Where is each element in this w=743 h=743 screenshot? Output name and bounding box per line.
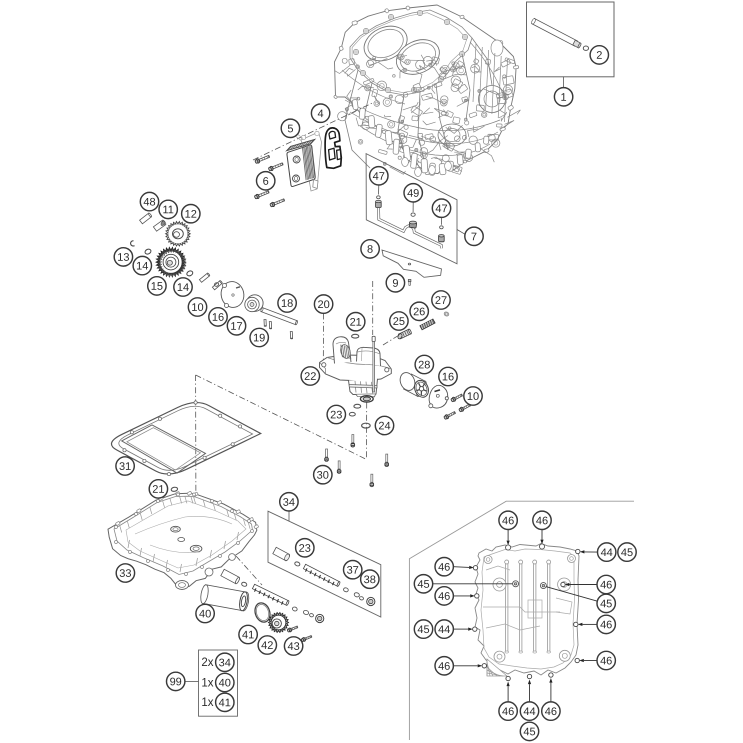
svg-text:48: 48 <box>143 196 155 208</box>
svg-text:46: 46 <box>438 562 450 574</box>
svg-text:5: 5 <box>287 123 293 135</box>
svg-text:46: 46 <box>536 515 548 527</box>
svg-text:18: 18 <box>281 298 293 310</box>
svg-text:1x: 1x <box>201 678 213 690</box>
svg-text:47: 47 <box>373 171 385 183</box>
svg-text:46: 46 <box>502 515 514 527</box>
svg-text:7: 7 <box>471 231 477 243</box>
svg-text:23: 23 <box>330 409 342 421</box>
svg-text:25: 25 <box>393 316 405 328</box>
svg-text:16: 16 <box>442 371 454 383</box>
svg-text:34: 34 <box>219 657 231 669</box>
svg-text:40: 40 <box>199 608 211 620</box>
svg-text:40: 40 <box>219 677 231 689</box>
svg-text:37: 37 <box>347 565 359 577</box>
svg-text:45: 45 <box>621 547 633 559</box>
svg-text:1: 1 <box>561 92 567 104</box>
svg-text:46: 46 <box>438 591 450 603</box>
svg-text:8: 8 <box>367 244 373 256</box>
svg-text:44: 44 <box>523 706 535 718</box>
svg-text:20: 20 <box>317 299 329 311</box>
svg-text:46: 46 <box>600 619 612 631</box>
svg-text:15: 15 <box>151 281 163 293</box>
svg-text:27: 27 <box>435 295 447 307</box>
svg-text:46: 46 <box>545 706 557 718</box>
svg-text:46: 46 <box>600 655 612 667</box>
svg-text:41: 41 <box>219 697 231 709</box>
svg-text:45: 45 <box>417 624 429 636</box>
svg-text:14: 14 <box>136 260 148 272</box>
svg-text:45: 45 <box>523 726 535 738</box>
svg-text:9: 9 <box>392 278 398 290</box>
svg-text:11: 11 <box>162 204 173 216</box>
svg-text:21: 21 <box>152 484 164 496</box>
svg-text:38: 38 <box>364 574 376 586</box>
svg-text:12: 12 <box>185 209 197 221</box>
svg-text:42: 42 <box>261 640 273 652</box>
svg-text:30: 30 <box>317 470 329 482</box>
svg-text:24: 24 <box>378 420 390 432</box>
svg-text:23: 23 <box>299 543 311 555</box>
svg-text:99: 99 <box>170 676 182 688</box>
svg-text:46: 46 <box>502 706 514 718</box>
svg-text:16: 16 <box>212 312 224 324</box>
svg-text:33: 33 <box>119 568 131 580</box>
svg-text:10: 10 <box>191 302 203 314</box>
svg-text:1x: 1x <box>201 697 213 709</box>
svg-text:47: 47 <box>435 203 447 215</box>
svg-text:14: 14 <box>177 282 189 294</box>
svg-text:10: 10 <box>467 391 479 403</box>
svg-text:6: 6 <box>263 176 269 188</box>
svg-text:26: 26 <box>413 306 425 318</box>
svg-text:21: 21 <box>350 317 362 329</box>
svg-text:46: 46 <box>600 579 612 591</box>
svg-text:2: 2 <box>596 50 602 62</box>
svg-text:31: 31 <box>119 461 131 473</box>
svg-text:45: 45 <box>600 598 612 610</box>
svg-text:49: 49 <box>407 188 419 200</box>
svg-text:46: 46 <box>438 661 450 673</box>
svg-text:22: 22 <box>304 371 316 383</box>
svg-text:19: 19 <box>253 332 265 344</box>
svg-text:28: 28 <box>418 359 430 371</box>
svg-text:4: 4 <box>318 108 324 120</box>
svg-text:45: 45 <box>417 579 429 591</box>
svg-text:2x: 2x <box>201 657 213 669</box>
svg-text:17: 17 <box>230 321 242 333</box>
svg-text:41: 41 <box>242 629 254 641</box>
svg-text:44: 44 <box>438 624 450 636</box>
svg-text:34: 34 <box>283 497 295 509</box>
svg-text:13: 13 <box>117 252 129 264</box>
svg-text:43: 43 <box>287 641 299 653</box>
svg-text:44: 44 <box>601 547 613 559</box>
